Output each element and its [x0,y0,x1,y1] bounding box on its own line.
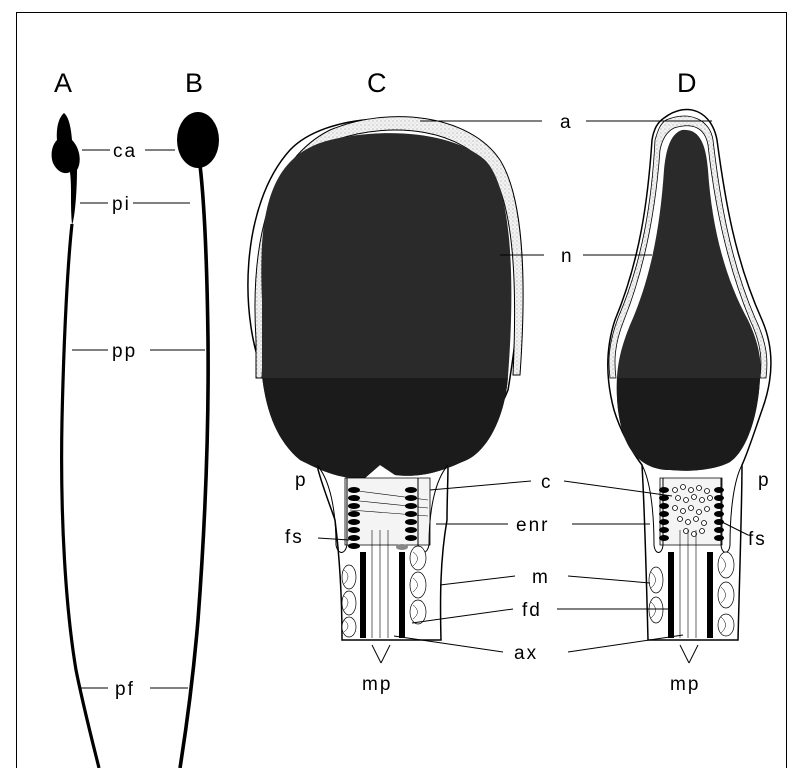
label-m: m [532,567,550,588]
label-pf: pf [115,679,135,700]
label-p-right: p [758,470,771,491]
label-fs-right: fs [748,529,767,550]
label-fd: fd [522,600,542,621]
sperm-b-illustration [177,112,219,768]
label-enr: enr [516,515,549,536]
label-pi: pi [112,194,131,215]
panel-letter-a: A [54,68,72,98]
label-c: c [541,472,553,493]
label-ax: ax [514,643,538,664]
label-mp-left: mp [362,674,392,695]
label-fs-left: fs [285,527,304,548]
panel-letter-b: B [185,68,203,98]
label-n: n [561,246,574,267]
panel-letter-d: D [677,68,697,98]
label-a: a [560,112,573,133]
sperm-c-illustration [248,117,523,640]
sperm-a-illustration [52,113,99,768]
panel-letter-c: C [367,68,387,98]
sperm-d-illustration [608,109,771,640]
label-mp-right: mp [670,674,700,695]
label-p-left: p [295,470,308,491]
label-ca: ca [113,141,137,162]
label-pp: pp [112,341,137,362]
